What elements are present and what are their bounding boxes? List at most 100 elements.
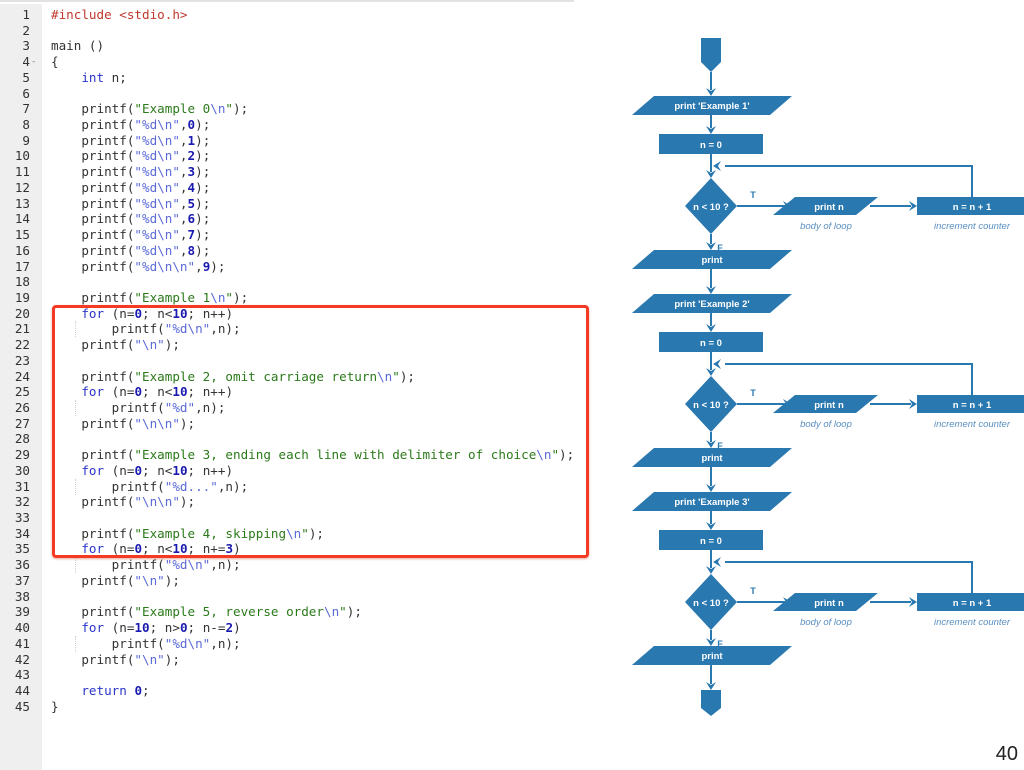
code-token-num: 1 <box>187 132 196 148</box>
line-number: 44 <box>14 682 30 698</box>
condition-diamond <box>685 574 737 630</box>
print-example-label: print 'Example 2' <box>674 299 749 310</box>
increment-label: n = n + 1 <box>953 598 992 609</box>
body-label: print n <box>814 202 844 213</box>
code-token-esc: \n <box>536 447 552 463</box>
arrowhead-icon <box>713 359 721 369</box>
code-token-str: " <box>225 289 234 305</box>
code-token-plain: , <box>179 117 188 133</box>
code-token-plain: , <box>179 179 188 195</box>
code-text: printf("Example 3, ending each line with… <box>51 447 574 463</box>
code-token-plain: ); <box>195 148 211 164</box>
code-token-esc: "%d\n" <box>134 117 180 133</box>
indent-guide <box>75 557 76 574</box>
body-label: print n <box>814 598 844 609</box>
start-terminator <box>701 38 721 96</box>
code-text: printf("%d",n); <box>51 400 226 416</box>
code-token-plain: , <box>179 242 188 258</box>
code-token-esc: "%d\n" <box>134 242 180 258</box>
code-token-num: 4 <box>187 179 196 195</box>
line-number: 16 <box>14 242 30 258</box>
arrowhead-icon <box>706 170 716 178</box>
code-token-plain: ,n); <box>210 557 241 573</box>
code-token-num: 0 <box>134 682 143 698</box>
arrowhead-icon <box>706 484 716 492</box>
arrowhead-icon <box>713 161 721 171</box>
code-token-kw: return <box>81 682 127 698</box>
line-number: 30 <box>14 462 30 478</box>
print-example-label: print 'Example 1' <box>674 101 749 112</box>
code-text: printf("Example 0\n"); <box>51 101 248 117</box>
line-number: 37 <box>14 572 30 588</box>
code-token-plain: ); <box>179 415 196 431</box>
fold-toggle-icon[interactable]: - <box>31 57 37 68</box>
code-token-plain: printf( <box>111 478 165 494</box>
code-token-num: 8 <box>187 242 196 258</box>
code-token-str: " <box>225 101 234 117</box>
code-text: printf("%d\n",3); <box>51 164 210 180</box>
code-token-num: 0 <box>134 384 143 400</box>
increment-shape <box>917 197 1024 215</box>
end-terminator-shape <box>701 690 721 716</box>
true-label: T <box>750 388 756 398</box>
code-token-plain: } <box>51 698 59 714</box>
code-token-plain: (n= <box>104 305 135 321</box>
line-number: 40 <box>14 620 30 636</box>
code-text: main () <box>51 38 104 54</box>
body-note: body of loop <box>800 221 852 232</box>
arrowhead-icon <box>706 324 716 332</box>
code-token-plain: , <box>195 258 203 274</box>
line-number: 41 <box>14 635 30 651</box>
code-text: printf("%d\n",7); <box>51 227 210 243</box>
code-text: printf("%d\n",n); <box>51 636 241 652</box>
init-label: n = 0 <box>700 140 722 151</box>
code-text: return 0; <box>51 682 149 699</box>
line-number: 10 <box>14 148 30 164</box>
code-text: printf("Example 4, skipping\n"); <box>51 526 324 542</box>
code-token-str: "Example 4, skipping <box>134 525 287 541</box>
increment-shape <box>917 593 1024 611</box>
code-text: printf("%d\n",n); <box>51 321 241 337</box>
code-token-plain: ); <box>195 132 211 148</box>
code-token-inc: #include <stdio.h> <box>51 7 188 22</box>
code-token-esc: "%d\n" <box>164 635 211 651</box>
init-shape <box>659 332 763 352</box>
code-token-num: 0 <box>187 117 196 133</box>
code-token-str: "Example 1 <box>134 289 211 305</box>
code-token-plain: ); <box>164 572 180 588</box>
code-token-plain: ; n> <box>149 620 180 636</box>
false-label: F <box>717 441 723 451</box>
indent-guide <box>75 478 76 495</box>
code-token-kw: for <box>81 620 105 636</box>
init-shape <box>659 530 763 550</box>
code-token-plain: { <box>51 54 59 70</box>
print-newline-label: print <box>701 453 723 464</box>
code-token-num: 10 <box>172 384 188 400</box>
code-token-plain: printf( <box>81 211 135 227</box>
init-shape <box>659 134 763 154</box>
code-token-plain: printf( <box>111 635 165 651</box>
code-token-plain: printf( <box>81 604 135 620</box>
loop-back-line <box>725 561 973 593</box>
code-token-esc: "%d" <box>164 400 196 415</box>
code-token-plain: ); <box>164 651 180 667</box>
code-token-esc: "%d\n\n" <box>134 258 196 274</box>
code-token-plain: ,n); <box>210 635 241 651</box>
code-text: printf("%d\n",4); <box>51 180 210 196</box>
line-number: 38 <box>14 588 30 604</box>
line-number: 6 <box>22 85 30 101</box>
code-text: } <box>51 699 59 715</box>
code-token-num: 0 <box>134 541 143 557</box>
increment-note: increment counter <box>934 419 1011 430</box>
arrowhead-icon <box>706 88 716 96</box>
code-token-plain: , <box>179 195 188 211</box>
true-label: T <box>750 586 756 596</box>
code-token-esc: "%d\n" <box>134 211 180 227</box>
line-number: 2 <box>22 22 30 38</box>
code-token-kw: int <box>81 69 105 85</box>
print-example-label: print 'Example 3' <box>674 497 749 508</box>
code-text: for (n=0; n<10; n++) <box>51 463 233 479</box>
